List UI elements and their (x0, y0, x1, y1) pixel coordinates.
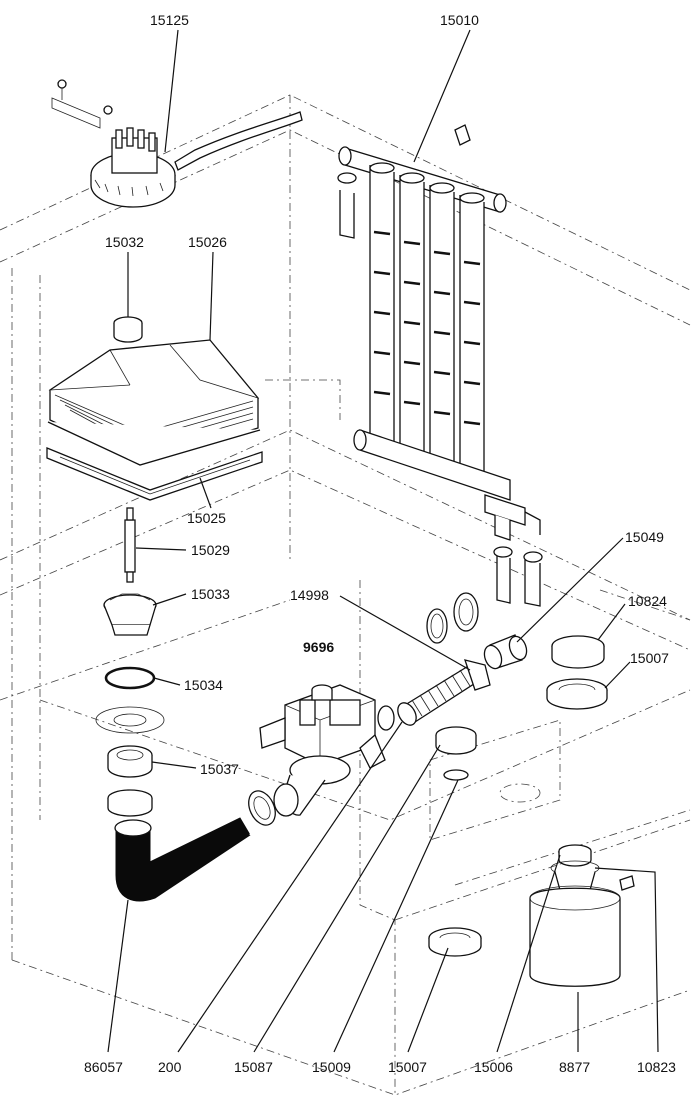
label-15007-bottom: 15007 (388, 1059, 427, 1075)
label-15125: 15125 (150, 12, 189, 28)
elbow-hose-86057 (114, 811, 253, 902)
cap-10824 (551, 635, 605, 669)
label-200: 200 (158, 1059, 182, 1075)
label-15033: 15033 (191, 586, 230, 602)
part-labels: 15125 15010 15032 15026 15025 15029 1503… (84, 12, 676, 1075)
flange-disc (95, 706, 165, 734)
corrugated-hose-14998 (397, 659, 491, 726)
leader-lines (107, 29, 659, 1053)
ring-nut-15007-right (546, 678, 608, 710)
label-86057: 86057 (84, 1059, 123, 1075)
gasket-15025 (46, 447, 263, 501)
label-15037: 15037 (200, 761, 239, 777)
label-15032: 15032 (105, 234, 144, 250)
label-15087: 15087 (234, 1059, 273, 1075)
label-8877: 8877 (559, 1059, 590, 1075)
canister-assembly (529, 844, 635, 987)
label-10823: 10823 (637, 1059, 676, 1075)
threaded-nipple-15049 (483, 634, 528, 670)
pump-hose-clamp (248, 790, 276, 826)
label-15034: 15034 (184, 677, 223, 693)
label-9696: 9696 (303, 639, 334, 655)
label-15007-right: 15007 (630, 650, 669, 666)
label-10824: 10824 (628, 593, 667, 609)
drain-pump-9696 (259, 684, 395, 817)
label-15009: 15009 (312, 1059, 351, 1075)
pressure-switch-15125 (51, 79, 303, 208)
rod-15029 (124, 507, 136, 583)
nut-15037 (107, 745, 153, 778)
label-15006: 15006 (474, 1059, 513, 1075)
ring-nut-15007-bottom (428, 927, 482, 957)
o-ring-15034 (104, 666, 156, 690)
label-15029: 15029 (191, 542, 230, 558)
label-14998: 14998 (290, 587, 329, 603)
filter-tubes-15010 (337, 124, 543, 607)
label-15026: 15026 (188, 234, 227, 250)
fitting-15033 (103, 593, 157, 636)
label-15010: 15010 (440, 12, 479, 28)
label-15049: 15049 (625, 529, 664, 545)
knob-15032 (113, 316, 143, 343)
hose-clamp (107, 789, 153, 817)
label-15025: 15025 (187, 510, 226, 526)
seal-rings (426, 592, 479, 644)
o-ring-15009 (443, 769, 469, 781)
cap-15087 (435, 726, 477, 755)
filter-basket-15026 (47, 339, 261, 466)
